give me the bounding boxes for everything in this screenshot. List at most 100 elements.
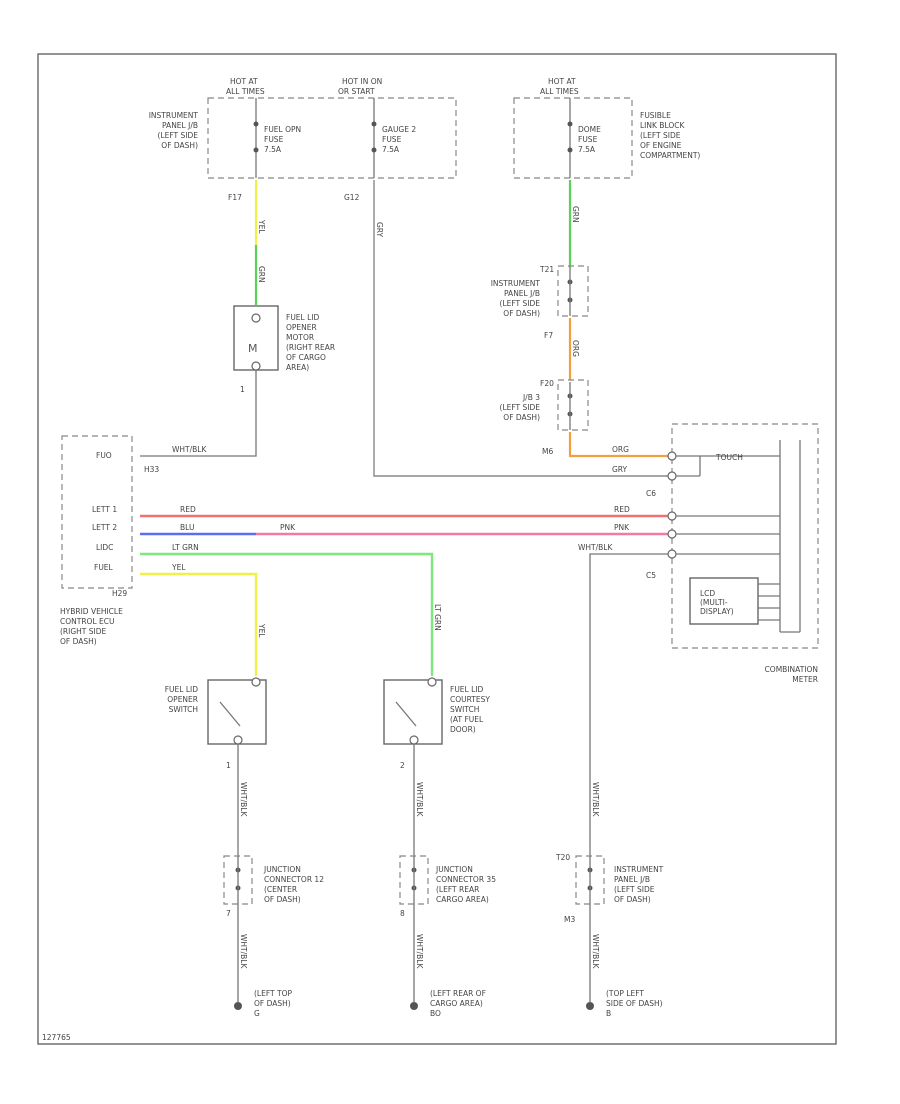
motor-label-line: FUEL LID <box>286 313 319 322</box>
jc-35-line: (LEFT REAR <box>436 885 479 894</box>
jc-35-line: CONNECTOR 35 <box>436 875 496 884</box>
motor-pin: 1 <box>240 385 245 394</box>
wire-wht-blk-6-label: WHT/BLK <box>239 934 248 969</box>
wire-gry-1-label: GRY <box>375 222 384 238</box>
fusible-link-block-line: COMPARTMENT) <box>640 151 700 160</box>
courtesy-switch-line: DOOR) <box>450 725 476 734</box>
motor-label-line: MOTOR <box>286 333 314 342</box>
wire-wht-blk-2-label: WHT/BLK <box>578 543 613 552</box>
ground-icon <box>586 1002 594 1010</box>
jc-35-line: JUNCTION <box>435 865 473 874</box>
fuel-opn-fuse <box>253 98 259 178</box>
combination-meter-line: METER <box>792 675 818 684</box>
meter-lcd <box>689 577 759 625</box>
wire-blu-label: BLU <box>180 523 194 532</box>
hv-pin-lett1: LETT 1 <box>92 505 117 514</box>
courtesy-switch-line: COURTESY <box>450 695 490 704</box>
fusible-link-block-line: LINK BLOCK <box>640 121 685 130</box>
wire-pnk-1-label: PNK <box>280 523 296 532</box>
fusible-link-box <box>513 97 633 179</box>
fuel-opn-fuse-line: 7.5A <box>264 145 282 154</box>
ground-3-line: B <box>606 1009 611 1018</box>
conn-c6: C6 <box>646 489 656 498</box>
hot-at-label-2b: ALL TIMES <box>540 87 579 96</box>
wire-org-2 <box>568 432 668 458</box>
wire-gry-1 <box>373 180 668 477</box>
ground-1-line: OF DASH) <box>254 999 291 1008</box>
opener-switch-line: FUEL LID <box>165 685 198 694</box>
hv-pin-fuel: FUEL <box>94 563 114 572</box>
dome-fuse-line: 7.5A <box>578 145 596 154</box>
wire-yel-1-label: YEL <box>257 219 266 234</box>
hot-at-label-2: HOT AT <box>548 77 576 86</box>
ground-1-line: (LEFT TOP <box>254 989 292 998</box>
courtesy-switch-line: SWITCH <box>450 705 479 714</box>
wire-lt-grn-1-label: LT GRN <box>172 543 199 552</box>
conn-h33: H33 <box>144 465 159 474</box>
wire-org-2-label: ORG <box>612 445 629 454</box>
motor-label-line: (RIGHT REAR <box>286 343 335 352</box>
motor-label-line: OPENER <box>286 323 317 332</box>
wire-wht-blk-4-label: WHT/BLK <box>415 782 424 817</box>
wire-grn-1-label: GRN <box>257 266 266 283</box>
jb3-box <box>557 379 589 431</box>
jb3-line: (LEFT SIDE <box>500 403 541 412</box>
opener-switch-line: SWITCH <box>169 705 198 714</box>
instrument-panel-jb-3-line: (LEFT SIDE <box>614 885 655 894</box>
meter-pin-top: TOUCH <box>715 453 743 462</box>
combination-meter-box <box>671 423 819 649</box>
footer-code: 127765 <box>42 1033 71 1042</box>
meter-lcd-label: LCD(MULTI-DISPLAY) <box>700 589 734 616</box>
fuel-lid-opener-switch <box>207 679 267 745</box>
fusible-link-block-line: OF ENGINE <box>640 141 682 150</box>
hot-at-label-1b: ALL TIMES <box>226 87 265 96</box>
meter-lcd-leads <box>758 583 780 621</box>
instrument-panel-jb-1-line: OF DASH) <box>161 141 198 150</box>
ground-3-line: (TOP LEFT <box>606 989 644 998</box>
wire-wht-blk-8-label: WHT/BLK <box>591 934 600 969</box>
hot-at-label-1: HOT AT <box>230 77 258 86</box>
wire-wht-blk-3-label: WHT/BLK <box>239 782 248 817</box>
gauge-fuse-line: FUSE <box>382 135 402 144</box>
dome-fuse-line: FUSE <box>578 135 598 144</box>
fusible-link-block-line: FUSIBLE <box>640 111 671 120</box>
ground-3-line: SIDE OF DASH) <box>606 999 663 1008</box>
instrument-panel-jb-2-line: OF DASH) <box>503 309 540 318</box>
hot-in-on-label-b: OR START <box>338 87 375 96</box>
wire-gry-2-label: GRY <box>612 465 628 474</box>
ground-icon <box>410 1002 418 1010</box>
instrument-panel-jb-1-line: INSTRUMENT <box>149 111 199 120</box>
conn-f20: F20 <box>540 379 554 388</box>
jb3-line: J/B 3 <box>522 393 540 402</box>
jc-pin-8: 8 <box>400 909 405 918</box>
sw-pin-1: 1 <box>226 761 231 770</box>
instrument-panel-jb-3-line: PANEL J/B <box>614 875 650 884</box>
conn-t20: T20 <box>555 853 570 862</box>
jc-12-line: CONNECTOR 12 <box>264 875 324 884</box>
courtesy-switch-line: FUEL LID <box>450 685 483 694</box>
fuel-lid-courtesy-switch <box>383 679 443 745</box>
hv-ecu-box <box>61 435 133 589</box>
ground-2-line: BO <box>430 1009 441 1018</box>
wire-red-2-label: RED <box>614 505 630 514</box>
conn-t21: T21 <box>539 265 554 274</box>
ground-2-line: CARGO AREA) <box>430 999 483 1008</box>
instrument-panel-jb-3-line: INSTRUMENT <box>614 865 664 874</box>
gauge-fuse-line: GAUGE 2 <box>382 125 416 134</box>
courtesy-switch-line: (AT FUEL <box>450 715 484 724</box>
meter-lcd-line: LCD <box>700 589 715 598</box>
sw-pin-2: 2 <box>400 761 405 770</box>
hv-pin-lidc: LIDC <box>96 543 113 552</box>
fuel-opn-fuse-line: FUSE <box>264 135 284 144</box>
